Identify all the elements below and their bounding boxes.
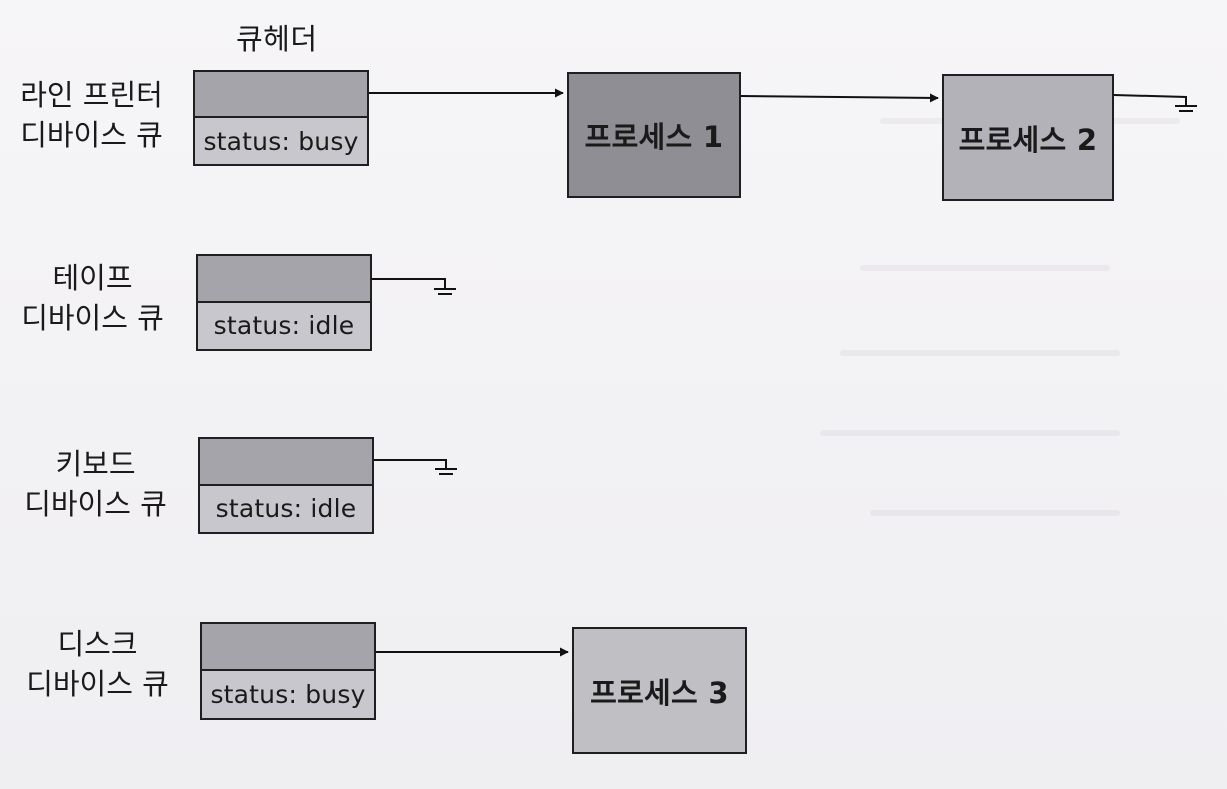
queue-label-line2: 디바이스 큐	[21, 301, 164, 335]
paper-texture	[860, 265, 1110, 271]
queue-label-line1: 라인 프린터	[20, 78, 163, 112]
paper-texture	[870, 510, 1120, 516]
queue-label-line1: 디스크	[57, 627, 138, 661]
queue-label-keyboard: 키보드 디바이스 큐	[8, 444, 183, 524]
queue-label-line-printer: 라인 프린터 디바이스 큐	[4, 75, 179, 155]
queue-header-line-printer: status: busy	[193, 70, 369, 166]
queue-label-line2: 디바이스 큐	[26, 667, 169, 701]
queue-status: status: busy	[195, 118, 367, 164]
process-box-2: 프로세스 2	[942, 74, 1114, 201]
paper-texture	[840, 350, 1120, 356]
queue-header-pointer-cell	[198, 256, 370, 303]
queue-label-line2: 디바이스 큐	[24, 487, 167, 521]
pointer-arrow-process-1-to-process-2	[740, 93, 939, 103]
queue-header-disk: status: busy	[200, 622, 376, 720]
queue-header-pointer-cell	[200, 439, 372, 486]
null-terminator-icon	[372, 278, 456, 295]
queue-label-line2: 디바이스 큐	[20, 118, 163, 152]
queue-label-disk: 디스크 디바이스 큐	[10, 624, 185, 704]
queue-header-keyboard: status: idle	[198, 437, 374, 534]
queue-header-title: 큐헤더	[236, 22, 318, 56]
queue-header-pointer-cell	[195, 72, 367, 118]
queue-label-line1: 키보드	[55, 447, 136, 481]
process-box-3: 프로세스 3	[572, 627, 747, 754]
queue-label-line1: 테이프	[52, 261, 133, 295]
null-terminator-icon	[374, 459, 457, 475]
queue-status: status: idle	[200, 485, 372, 532]
process-box-1: 프로세스 1	[567, 72, 741, 198]
queue-header-tape: status: idle	[196, 254, 372, 351]
queue-status: status: busy	[202, 671, 374, 718]
queue-label-tape: 테이프 디바이스 큐	[5, 258, 180, 338]
queue-status: status: idle	[198, 302, 370, 349]
paper-texture	[820, 430, 1120, 436]
queue-header-pointer-cell	[202, 624, 374, 671]
null-terminator-icon	[1113, 94, 1197, 112]
